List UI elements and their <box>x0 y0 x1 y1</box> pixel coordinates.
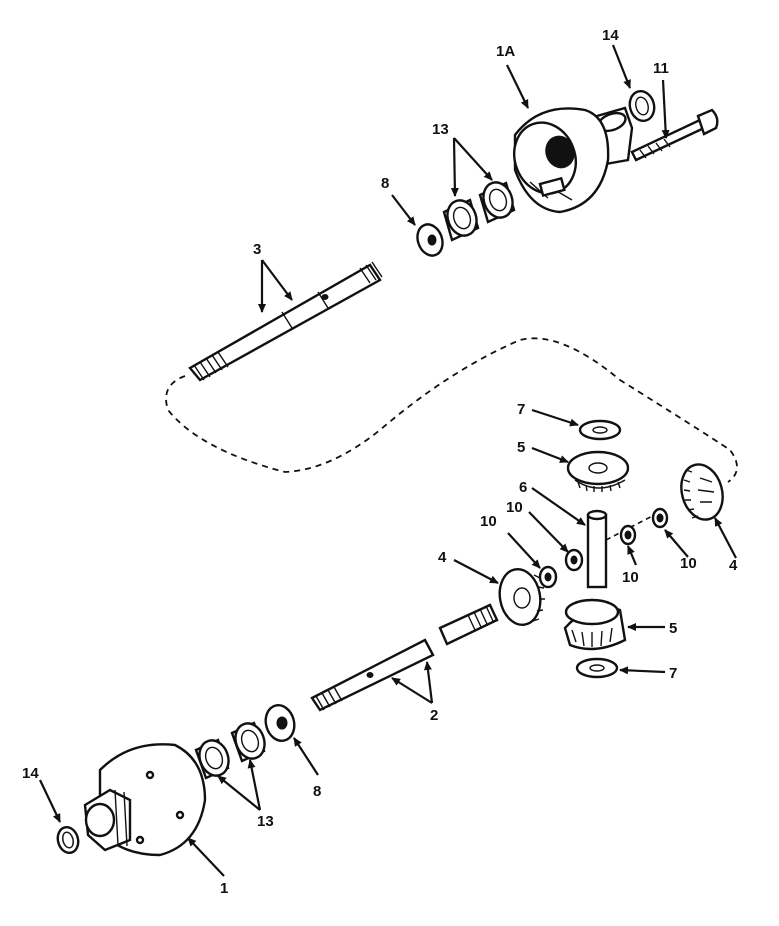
shaft-2 <box>310 603 499 712</box>
callout-14-upper: 14 <box>602 27 619 44</box>
bearing-13-lower-a <box>194 738 230 780</box>
washer-10-right-b <box>651 507 669 529</box>
washer-7-lower <box>575 657 619 679</box>
callout-4-right: 4 <box>729 557 738 574</box>
washer-7-upper <box>578 419 622 441</box>
bolt-11 <box>630 108 719 162</box>
bearing-13-upper-a <box>442 198 480 242</box>
pin-6 <box>586 509 661 589</box>
callout-1a: 1A <box>496 43 515 60</box>
callout-13-lower: 13 <box>257 813 274 830</box>
washer-8-lower <box>264 704 296 742</box>
gear-5-upper <box>566 450 630 492</box>
washer-10-left-b <box>564 548 584 572</box>
callout-5-lower: 5 <box>669 620 677 637</box>
bearing-13-lower-b <box>230 721 266 763</box>
bearing-13-upper-b <box>478 181 516 224</box>
housing-1 <box>83 743 207 857</box>
washer-10-right-a <box>619 524 637 546</box>
callout-7-lower: 7 <box>669 665 677 682</box>
callout-4-left: 4 <box>438 549 447 566</box>
callout-7-upper: 7 <box>517 401 525 418</box>
callout-13-upper: 13 <box>432 121 449 138</box>
washer-10-left-a <box>538 565 558 589</box>
callout-6: 6 <box>519 479 527 496</box>
washer-8-upper <box>416 223 444 257</box>
callout-1: 1 <box>220 880 228 897</box>
callout-10-b: 10 <box>480 513 497 530</box>
bushing-14-lower <box>56 825 80 855</box>
callout-11: 11 <box>653 60 669 77</box>
housing-1a <box>513 106 634 214</box>
callout-8-upper: 8 <box>381 175 389 192</box>
gear-4-right <box>680 463 724 521</box>
leader-lines <box>39 44 737 877</box>
callout-10-d: 10 <box>680 555 697 572</box>
callout-8-lower: 8 <box>313 783 321 800</box>
shaft-3 <box>188 261 383 382</box>
gear-5-lower <box>563 598 627 651</box>
bushing-14-upper <box>628 89 656 123</box>
callout-2: 2 <box>430 707 438 724</box>
callout-10-a: 10 <box>506 499 523 516</box>
callout-14-lower: 14 <box>22 765 39 782</box>
callout-10-c: 10 <box>622 569 639 586</box>
gear-4-left <box>498 568 545 626</box>
dashed-assembly-outline <box>165 337 738 483</box>
callout-3: 3 <box>253 241 261 258</box>
callout-5-upper: 5 <box>517 439 525 456</box>
